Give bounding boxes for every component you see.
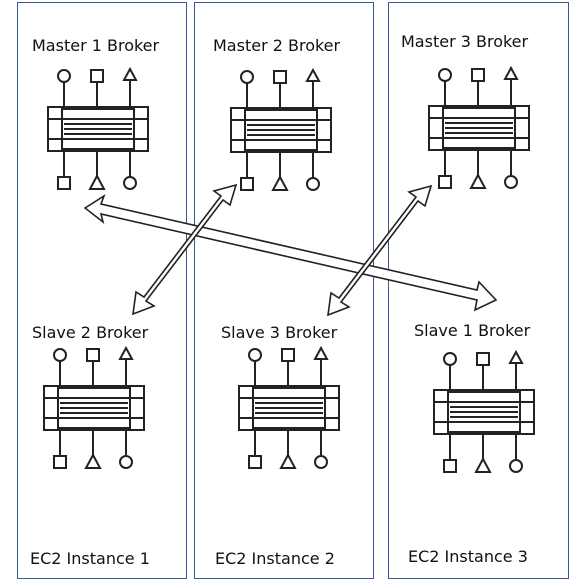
slave-2-broker-label: Slave 2 Broker [32,323,149,342]
master-2-broker-label: Master 2 Broker [213,36,341,55]
slave-1-broker-label: Slave 1 Broker [414,321,531,340]
slave-3-broker-icon [233,346,345,472]
master-3-broker-icon [423,66,535,192]
ec2-instance-2-label: EC2 Instance 2 [215,549,335,568]
master-1-broker-icon [42,67,154,193]
slave-2-broker-icon [38,346,150,472]
slave-3-broker-label: Slave 3 Broker [221,323,338,342]
slave-1-broker-icon [428,350,540,476]
ec2-instance-3-label: EC2 Instance 3 [408,547,528,566]
master-2-broker-icon [225,68,337,194]
ec2-instance-1-label: EC2 Instance 1 [30,549,150,568]
master-3-broker-label: Master 3 Broker [401,32,529,51]
master-1-broker-label: Master 1 Broker [32,36,160,55]
